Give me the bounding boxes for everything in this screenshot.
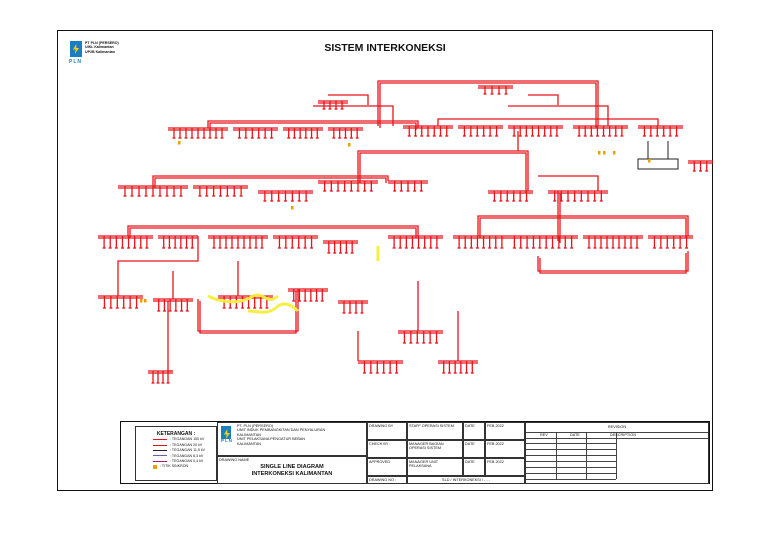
line-segment — [207, 293, 280, 304]
sync-point-icon — [140, 299, 143, 303]
line-segment — [313, 105, 394, 126]
company-line: PT PLN (PERSERO) — [85, 41, 119, 45]
line-segment — [127, 225, 419, 236]
signoff-date: FEB 2022 — [485, 458, 525, 476]
pln-logo-text: PLN — [69, 59, 82, 65]
org-line: PT. PLN (PERSERO) — [237, 424, 274, 428]
revision-header: DATE — [570, 433, 580, 437]
drawing-name-line: SINGLE LINE DIAGRAM — [260, 464, 324, 471]
line-segment — [199, 291, 297, 334]
line-segment — [538, 175, 599, 191]
signoff-who: MANAGER UNIT PELAKSANA — [407, 458, 463, 476]
revision-title: REVISION — [607, 425, 627, 429]
legend-item: : TEGANGAN 150 kV — [153, 437, 215, 441]
pln-lightning-icon — [221, 426, 231, 439]
pln-logo-text: PLN — [221, 438, 233, 443]
line-segment — [479, 217, 687, 238]
line-segment — [508, 105, 609, 126]
legend-title: KETERANGAN : — [156, 431, 196, 437]
line-segment — [209, 122, 417, 130]
legend-item: : TEGANGAN 0,4 kV — [153, 459, 215, 463]
revision-header: REV — [540, 433, 548, 437]
sync-point-icon — [613, 151, 616, 155]
line-segment — [359, 152, 527, 193]
line-segment — [247, 302, 300, 314]
org-line: KALIMANTAN — [237, 432, 261, 437]
line-segment — [154, 177, 387, 188]
sync-point-icon — [598, 151, 601, 155]
line-segment — [637, 158, 679, 170]
org-line: UNIT PELAKSANA PENGATUR BEBAN — [237, 437, 306, 442]
line-segment — [129, 227, 417, 238]
company-line: UP2B Kalimantan — [85, 49, 115, 54]
line-segment — [328, 94, 369, 105]
legend-box: KETERANGAN : : TEGANGAN 150 kV : TEGANGA… — [135, 426, 217, 481]
sync-point-icon — [648, 159, 651, 163]
legend-item: : TEGANGAN 11,5 kV — [153, 448, 215, 452]
line-segment — [437, 118, 659, 126]
legend-item: : TITIK SINKRON — [153, 464, 215, 469]
signoff-date-label: DATE — [463, 440, 485, 458]
title-block: KETERANGAN : : TEGANGAN 150 kV : TEGANGA… — [120, 421, 710, 484]
signoff-date-label: DATE — [463, 422, 485, 440]
drawing-name-label: DRAWING NAME — [219, 458, 250, 462]
revision-header: DESCRIPTION — [610, 433, 636, 437]
org-block: PLN PT. PLN (PERSERO) UNIT INDUK PEMBANG… — [217, 422, 367, 456]
line-segment — [117, 236, 199, 296]
diagram-title: SISTEM INTERKONEKSI — [324, 42, 446, 54]
line-segment — [377, 80, 599, 126]
line-segment — [207, 120, 419, 128]
signoff-role: CHECK BY : — [367, 440, 407, 458]
signoff-date: FEB 2022 — [485, 422, 525, 440]
drawing-name-block: DRAWING NAME SINGLE LINE DIAGRAM INTERKO… — [217, 456, 367, 484]
signoff-who: STAFF OPERASI SISTEM — [407, 422, 463, 440]
company-line: UIKL Kalimantan — [85, 45, 114, 50]
line-segment — [357, 150, 529, 191]
org-line: KALIMANTAN — [237, 441, 261, 446]
line-segment — [152, 175, 389, 186]
legend-item: : TEGANGAN 20 kV — [153, 443, 215, 447]
sync-point-icon — [603, 151, 606, 155]
sync-point-icon — [291, 206, 294, 210]
drawing-no-value: SLD / INTERKONEKSI / - - - — [407, 476, 525, 484]
revision-table: REVISION REV DATE DESCRIPTION — [525, 422, 709, 484]
org-line: UNIT INDUK PEMBANGKITAN DAN PENYALURAN — [237, 428, 326, 433]
sync-point-icon — [178, 141, 181, 145]
drawing-no-label: DRAWING NO : — [367, 476, 407, 484]
signoff-date-label: DATE — [463, 458, 485, 476]
line-segment — [477, 215, 689, 236]
company-lines: PT PLN (PERSERO) UIKL Kalimantan UP2B Ka… — [85, 41, 119, 57]
line-segment — [537, 251, 689, 272]
company-logo-block: PLN PT PLN (PERSERO) UIKL Kalimantan UP2… — [69, 41, 119, 65]
sync-point-icon — [348, 143, 351, 147]
single-line-diagram — [98, 80, 713, 384]
signoff-role: APPROVED — [367, 458, 407, 476]
line-segment — [528, 94, 559, 105]
drawing-sheet: PLN PT PLN (PERSERO) UIKL Kalimantan UP2… — [57, 30, 713, 491]
signoff-date: FEB 2022 — [485, 440, 525, 458]
sync-point-icon — [144, 299, 147, 303]
legend-item: : TEGANGAN 6,3 kV — [153, 454, 215, 458]
signoff-who: MANAGER BAGIAN OPERASI SISTEM — [407, 440, 463, 458]
signoff-role: DRAWING BY — [367, 422, 407, 440]
pln-lightning-icon — [70, 41, 82, 57]
drawing-name-line: INTERKONEKSI KALIMANTAN — [251, 471, 333, 478]
line-segment — [539, 253, 687, 274]
